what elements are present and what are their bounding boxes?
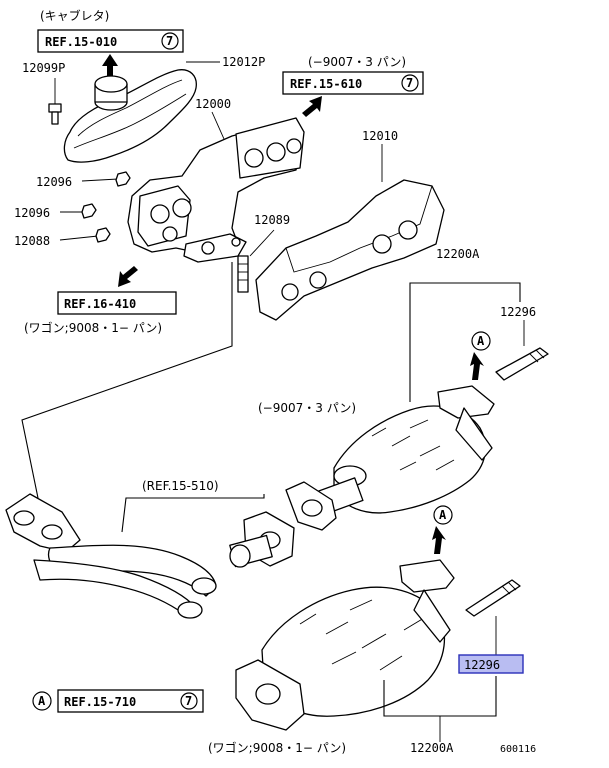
stud-12088 (95, 227, 111, 243)
arrow-up-icon (102, 54, 118, 80)
ref-16-410-text: REF.16-410 (64, 297, 136, 311)
front-exhaust-pipe (5, 493, 217, 619)
nut-12096-a (115, 171, 131, 187)
ref-15-010-box[interactable]: REF.15-010 7 (37, 29, 184, 53)
connector-pipe (229, 511, 295, 568)
catalytic-converter-bottom (235, 559, 455, 731)
part-12096-b-label: 12096 (14, 206, 50, 220)
stud-12089 (237, 255, 249, 293)
note-9007-mid: (−9007・3 パン) (258, 401, 356, 415)
catalytic-converter-top (285, 385, 495, 531)
arrow-downleft-icon (118, 266, 138, 287)
svg-text:A: A (38, 694, 46, 708)
part-12296-highlight[interactable]: 12296 (458, 654, 524, 674)
part-12099P-label: 12099P (22, 61, 65, 75)
nut-12096-b (81, 203, 97, 219)
circle-A-mid: A (433, 505, 453, 525)
bolt-12099P (48, 103, 62, 125)
part-12200A-top-label: 12200A (436, 247, 480, 261)
ref-16-410-box[interactable]: REF.16-410 (57, 291, 177, 315)
heat-cover-12012P (63, 69, 197, 163)
arrow-up-mid-icon (432, 526, 446, 554)
part-12089-label: 12089 (254, 213, 290, 227)
stud-12296-bottom (465, 579, 521, 617)
part-12010-label: 12010 (362, 129, 398, 143)
svg-text:A: A (439, 508, 447, 522)
part-12296-highlight-label: 12296 (464, 658, 500, 672)
heat-shield-12010 (255, 179, 445, 321)
circle-A-bottom: A (32, 691, 52, 711)
part-12096-a-label: 12096 (36, 175, 72, 189)
ref-15-510-text[interactable]: (REF.15-510) (142, 479, 219, 493)
part-12296-top-label: 12296 (500, 305, 536, 319)
ref-15-710-box[interactable]: REF.15-710 7 (57, 689, 204, 713)
circle-A-top: A (471, 331, 491, 351)
arrow-up-small-icon (470, 352, 484, 380)
part-12000-label: 12000 (195, 97, 231, 111)
ref-15-610-box[interactable]: REF.15-610 7 (282, 71, 424, 95)
svg-text:A: A (477, 334, 485, 348)
ref-15-010-circle-text: 7 (166, 34, 173, 48)
exhaust-manifold-12000 (127, 117, 305, 263)
highlight-box (458, 654, 524, 674)
ref-15-610-circle-text: 7 (406, 76, 413, 90)
part-12012P-label: 12012P (222, 55, 265, 69)
part-12088-label: 12088 (14, 234, 50, 248)
wagon-note-top: (ワゴン;9008・1− パン) (24, 320, 162, 335)
note-9007-top: (−9007・3 パン) (308, 55, 406, 69)
stud-12296-top (495, 347, 549, 381)
ref-15-710-text: REF.15-710 (64, 695, 136, 709)
wagon-note-bottom: (ワゴン;9008・1− パン) (208, 740, 346, 755)
ref-15-710-circle-text: 7 (185, 694, 192, 708)
ref-15-610-text: REF.15-610 (290, 77, 362, 91)
part-12200A-bottom-label: 12200A (410, 741, 454, 755)
diagram-code: 600116 (500, 744, 536, 755)
ref-15-010-text: REF.15-010 (45, 35, 117, 49)
carb-note: (キャブレタ) (40, 8, 109, 23)
arrow-upright-icon (302, 96, 322, 117)
